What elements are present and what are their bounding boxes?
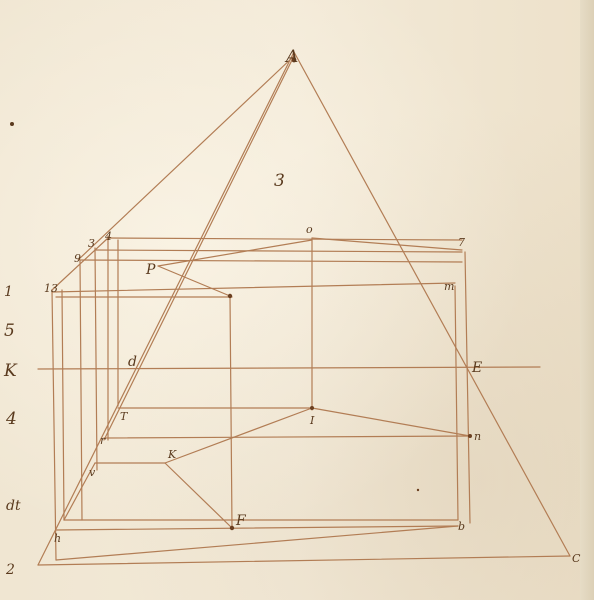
label-n: n	[474, 430, 481, 443]
label-T: T	[120, 410, 129, 423]
label-top-4: 4	[104, 230, 112, 243]
label-v: v	[89, 466, 96, 479]
label-left-2: 2	[5, 562, 15, 578]
label-F: F	[235, 513, 247, 529]
point-stray	[416, 488, 420, 492]
label-left-1: 1	[4, 284, 13, 300]
label-C: C	[572, 552, 581, 565]
vertical-9	[79, 259, 83, 521]
top-edge-1	[107, 237, 463, 241]
row-r	[103, 435, 471, 439]
apex-to-corner-diagonal	[103, 55, 295, 441]
point-i	[310, 406, 314, 410]
point-A	[291, 57, 297, 63]
top-edge-2	[94, 249, 463, 253]
point-l	[227, 293, 233, 299]
vertical-13b	[61, 289, 65, 521]
vertical-l	[229, 295, 233, 529]
triangle-right-edge	[293, 51, 571, 557]
upper-edge	[51, 282, 456, 293]
label-d: d	[128, 354, 137, 370]
page-edge	[580, 0, 594, 600]
point-F	[229, 525, 235, 531]
label-top-9: 9	[74, 252, 81, 265]
label-b: b	[458, 520, 465, 533]
o-to-9	[311, 237, 463, 251]
label-top-7: 7	[458, 236, 465, 249]
label-left-dt: dt	[6, 498, 21, 514]
label-K-left: K	[3, 361, 18, 381]
row-b	[55, 525, 459, 531]
point-n	[468, 434, 472, 438]
vertical-right	[454, 285, 459, 521]
label-K: K	[167, 448, 177, 461]
triangle-left-edge	[37, 51, 295, 566]
label-top-3: 3	[88, 237, 95, 250]
label-top-13: 13	[44, 282, 58, 295]
p-to-o	[157, 239, 313, 267]
horizon-line	[37, 366, 541, 370]
label-E: E	[471, 360, 482, 376]
label-h: h	[54, 532, 61, 545]
label-figure-number: 3	[274, 171, 285, 191]
label-I: I	[309, 414, 315, 427]
top-edge-3	[79, 259, 463, 263]
label-top-m: m	[444, 280, 454, 293]
label-left-5: 5	[4, 321, 15, 341]
v-to-f	[63, 462, 96, 521]
label-o: o	[306, 223, 313, 236]
label-left-4: 4	[5, 409, 17, 429]
k-to-f	[164, 462, 233, 529]
vertical-right-2	[464, 251, 471, 524]
k-to-i	[164, 407, 313, 464]
label-apex: A	[284, 47, 298, 67]
apex-to-13	[51, 237, 109, 291]
stray-ink-dot	[10, 122, 14, 126]
h-to-b	[55, 525, 459, 561]
label-P: P	[145, 262, 156, 278]
triangle-base	[37, 555, 571, 566]
vertical-3	[94, 247, 98, 471]
p-to-l	[157, 265, 231, 297]
t-to-i	[311, 407, 471, 437]
apex-to-left-diagonal	[77, 55, 295, 261]
label-r: r	[100, 434, 106, 447]
vertical-13	[51, 289, 57, 561]
